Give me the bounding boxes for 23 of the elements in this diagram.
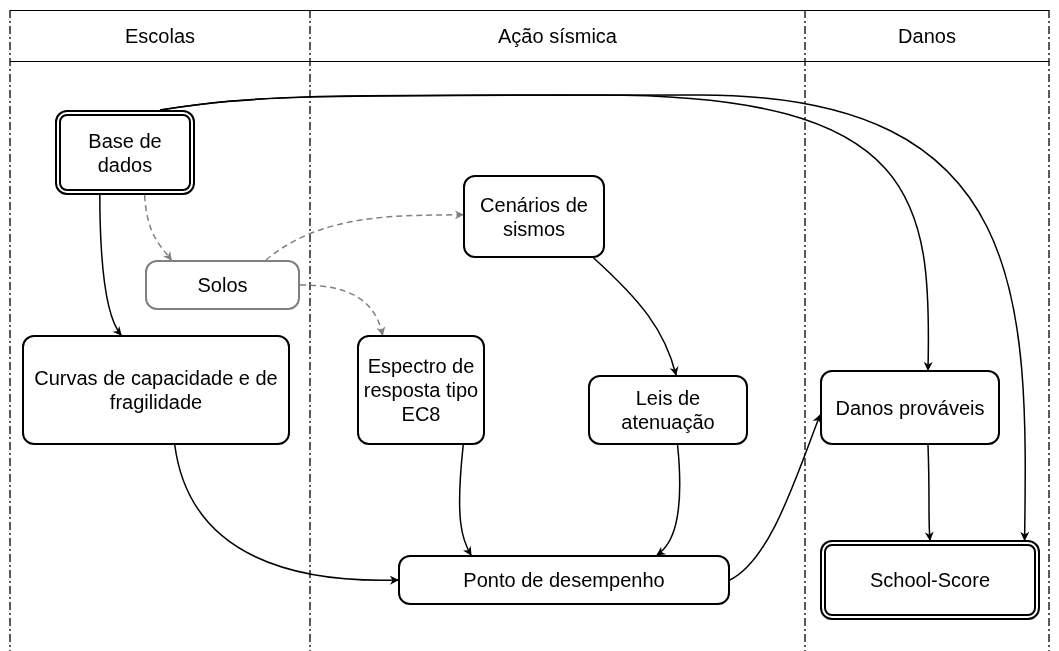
arrow: [143, 194, 173, 261]
process-box: Base de dados: [55, 110, 195, 195]
process-box: Danos prováveis: [820, 370, 1000, 445]
lane-title: Danos: [898, 24, 956, 48]
arrow: [592, 257, 679, 376]
arrow: [299, 284, 385, 336]
arrow: [265, 210, 464, 261]
process-box: Solos: [145, 260, 300, 310]
arrow: [174, 444, 399, 585]
process-box: Ponto de desempenho: [398, 555, 730, 605]
lane-title: Ação sísmica: [498, 24, 617, 48]
process-box: Espectro de resposta tipo EC8: [357, 335, 485, 445]
arrow: [159, 94, 1030, 541]
process-box: Curvas de capacidade e de fragilidade: [22, 335, 290, 445]
process-box: School-Score: [820, 540, 1040, 620]
arrow: [656, 444, 681, 556]
process-box: Cenários de sismos: [463, 175, 605, 258]
arrow: [729, 414, 822, 581]
arrow: [99, 194, 122, 336]
lane-title: Escolas: [125, 24, 195, 48]
process-box: Leis de atenuação: [588, 375, 748, 445]
arrow: [458, 444, 472, 556]
arrow: [924, 444, 934, 541]
